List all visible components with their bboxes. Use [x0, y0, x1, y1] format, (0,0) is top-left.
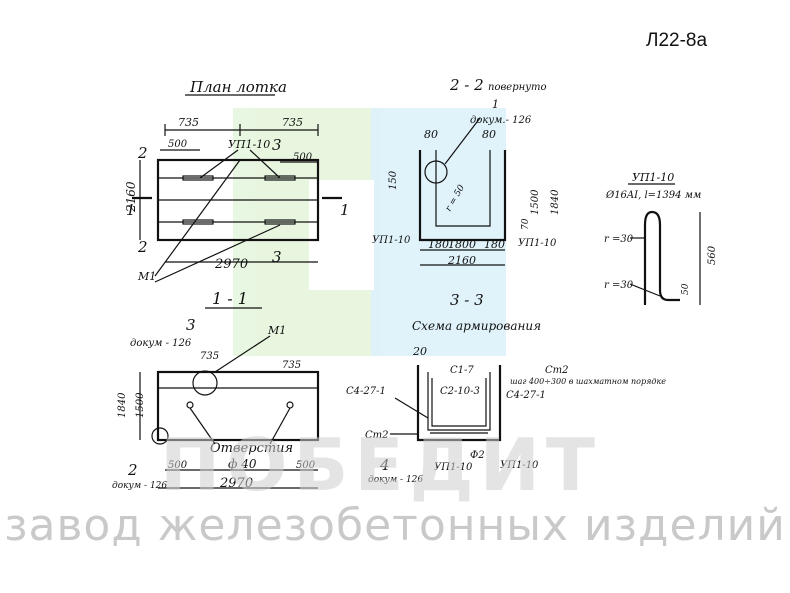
sec11-dim-735-left: 735 — [200, 351, 219, 362]
sec22-dim-2160: 2160 — [447, 254, 476, 267]
sec22-part-left: УП1-10 — [372, 235, 411, 246]
sec11-title: 1 - 1 — [212, 289, 248, 308]
sec22-dim-80-right: 80 — [482, 128, 496, 141]
sec22-dim-1800: 1800 — [448, 238, 476, 251]
plan-dim-735-left: 735 — [178, 116, 199, 129]
up1-r-top: r =30 — [604, 234, 634, 245]
plan-part-m1: М1 — [137, 270, 156, 283]
sec11-dim-500-right: 500 — [296, 460, 316, 471]
sec33-part-up-right: УП1-10 — [500, 460, 539, 471]
sec11-dim-735-right: 735 — [282, 360, 301, 371]
sec33-part-c1: С1-7 — [450, 365, 474, 376]
plan-part-up: УП1-10 — [228, 138, 270, 151]
sec11-part-m1: М1 — [267, 324, 286, 337]
section-3-3: 3 - 3 Схема армирования 20 С1-7 С2-10-3 … — [346, 291, 666, 485]
sec22-dim-80-left: 80 — [424, 128, 438, 141]
sec22-subtitle: повернуто — [488, 82, 547, 93]
sec22-dim-1500: 1500 — [530, 189, 541, 215]
sec11-hole-dia: ф 40 — [228, 457, 257, 471]
sec33-part-c2: С2-10-3 — [440, 386, 480, 397]
sec33-dim-20: 20 — [412, 345, 427, 358]
sec33-part-up-left: УП1-10 — [434, 462, 473, 473]
sec33-part-c4-left: С4-27-1 — [346, 386, 386, 397]
plan-mark-1-right: 1 — [340, 201, 350, 219]
up1-dim-50: 50 — [681, 283, 691, 295]
plan-dim-2970: 2970 — [214, 257, 248, 272]
plan-title: План лотка — [189, 78, 287, 96]
plan-dim-735-right: 735 — [282, 116, 303, 129]
sec33-part-f2: Ф2 — [470, 450, 485, 461]
sec22-dim-1840: 1840 — [550, 189, 561, 215]
plan-mark-2-bottom: 2 — [137, 238, 148, 256]
plan-mark-3-bottom: 3 — [272, 248, 282, 266]
watermark-logo-blocks — [233, 108, 506, 356]
sec11-mark-2-doc: докум - 126 — [112, 481, 167, 491]
sec33-title: 3 - 3 — [450, 291, 484, 309]
sec33-part-st2-left: Ст2 — [365, 430, 389, 441]
sec22-dim-70: 70 — [521, 218, 531, 230]
plan-view: План лотка 735 735 500 500 2160 2970 2 2… — [124, 78, 350, 283]
sec11-dim-2970: 2970 — [219, 476, 253, 491]
sec11-dim-1840: 1840 — [117, 392, 128, 418]
plan-dim-500-right: 500 — [293, 152, 313, 163]
plan-dim-500-left: 500 — [168, 139, 188, 150]
sec22-title: 2 - 2 — [449, 76, 484, 94]
sec22-callout-doc: докум.- 126 — [470, 115, 532, 126]
sec22-dim-180-right: 180 — [484, 238, 505, 251]
sec11-dim-1500: 1500 — [135, 392, 146, 418]
sec33-mark-4: 4 — [379, 456, 390, 474]
section-1-1: 1 - 1 3 докум - 126 735 735 М1 1840 1500… — [112, 289, 320, 491]
plan-mark-2-top: 2 — [137, 144, 148, 162]
plan-mark-3-top: 3 — [272, 136, 282, 154]
sec22-part-right: УП1-10 — [518, 238, 557, 249]
part-up1-10: УП1-10 Ø16AI, l=1394 мм r =30 r =30 560 … — [604, 171, 718, 305]
sec22-dim-180-left: 180 — [428, 238, 449, 251]
document-code: Л22-8а — [646, 30, 708, 51]
plan-dim-2160: 2160 — [124, 181, 138, 213]
up1-r-bottom: r =30 — [604, 280, 634, 291]
sec22-dim-150: 150 — [388, 170, 399, 190]
up1-spec: Ø16AI, l=1394 мм — [605, 190, 701, 201]
sec11-mark-3: 3 — [186, 316, 196, 334]
footer-watermark-text: завод железобетонных изделий — [4, 500, 786, 551]
plan-mark-1-left: 1 — [126, 201, 136, 219]
sec11-hole-label: Отверстия — [210, 441, 293, 456]
sec33-part-st2-top: Ст2 — [545, 365, 569, 376]
watermark-logo-text: ПОБЕДИТ — [160, 423, 601, 507]
sec11-dim-500-left: 500 — [168, 460, 188, 471]
sec22-callout-num: 1 — [492, 98, 499, 111]
sec33-mark-4-doc: докум - 126 — [368, 475, 423, 485]
sec33-subtitle: Схема армирования — [412, 319, 541, 333]
section-2-2: 2 - 2 повернуто 1 докум.- 126 80 80 150 … — [372, 76, 561, 267]
sec11-callout-doc: докум - 126 — [130, 338, 192, 349]
up1-title: УП1-10 — [632, 171, 674, 184]
sec33-part-c4-right: С4-27-1 — [506, 390, 546, 401]
sec11-mark-2: 2 — [127, 461, 138, 479]
sec33-step-note: шаг 400÷300 в шахматном порядке — [510, 377, 666, 386]
up1-dim-560: 560 — [707, 245, 718, 265]
